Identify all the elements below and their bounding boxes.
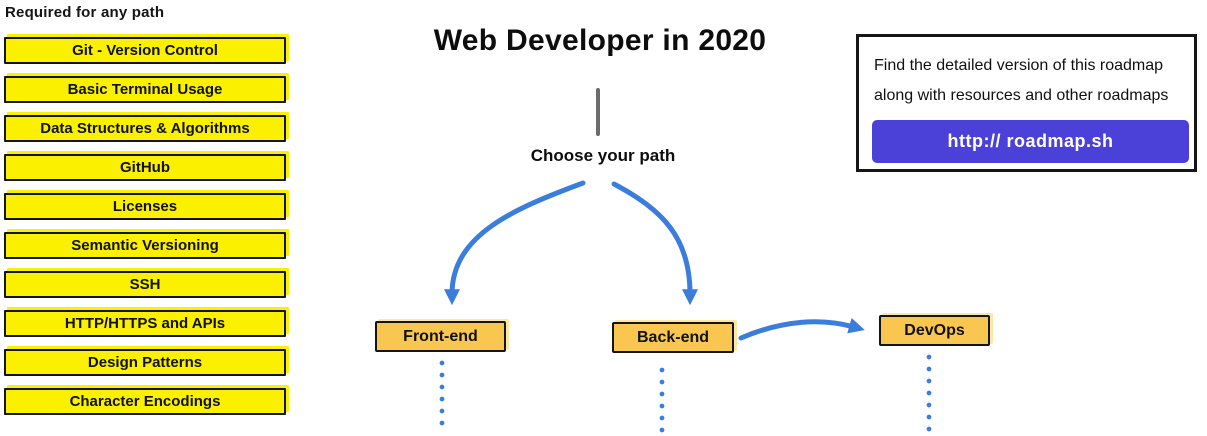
topic-box-licenses[interactable]: Licenses — [4, 193, 286, 220]
path-node-devops[interactable]: DevOps — [879, 315, 990, 346]
arrow-backend-to-devops — [738, 318, 865, 341]
topic-box-terminal[interactable]: Basic Terminal Usage — [4, 76, 286, 103]
topic-box-git[interactable]: Git - Version Control — [4, 37, 286, 64]
topic-box-github[interactable]: GitHub — [4, 154, 286, 181]
topic-box-design-patterns[interactable]: Design Patterns — [4, 349, 286, 376]
arrow-to-backend — [611, 181, 698, 306]
devops-continuation-dots — [926, 354, 932, 432]
info-text-line2: along with resources and other roadmaps — [874, 87, 1169, 104]
arrow-to-frontend — [444, 180, 586, 306]
topic-box-ssh[interactable]: SSH — [4, 271, 286, 298]
topic-box-data-structures[interactable]: Data Structures & Algorithms — [4, 115, 286, 142]
page-title: Web Developer in 2020 — [433, 24, 767, 57]
frontend-continuation-dots — [439, 360, 445, 430]
required-topics-list: Git - Version Control Basic Terminal Usa… — [4, 37, 286, 415]
path-node-backend[interactable]: Back-end — [612, 322, 734, 353]
roadmap-info-box: Find the detailed version of this roadma… — [856, 34, 1197, 172]
title-connector-line — [596, 88, 600, 136]
topic-box-character-encodings[interactable]: Character Encodings — [4, 388, 286, 415]
choose-path-label: Choose your path — [530, 146, 676, 165]
roadmap-link-button[interactable]: http:// roadmap.sh — [872, 120, 1189, 163]
required-section-heading: Required for any path — [5, 4, 165, 21]
info-text-line1: Find the detailed version of this roadma… — [874, 57, 1164, 74]
path-node-frontend[interactable]: Front-end — [375, 321, 506, 352]
topic-box-http-apis[interactable]: HTTP/HTTPS and APIs — [4, 310, 286, 337]
backend-continuation-dots — [659, 367, 665, 433]
topic-box-semantic-versioning[interactable]: Semantic Versioning — [4, 232, 286, 259]
